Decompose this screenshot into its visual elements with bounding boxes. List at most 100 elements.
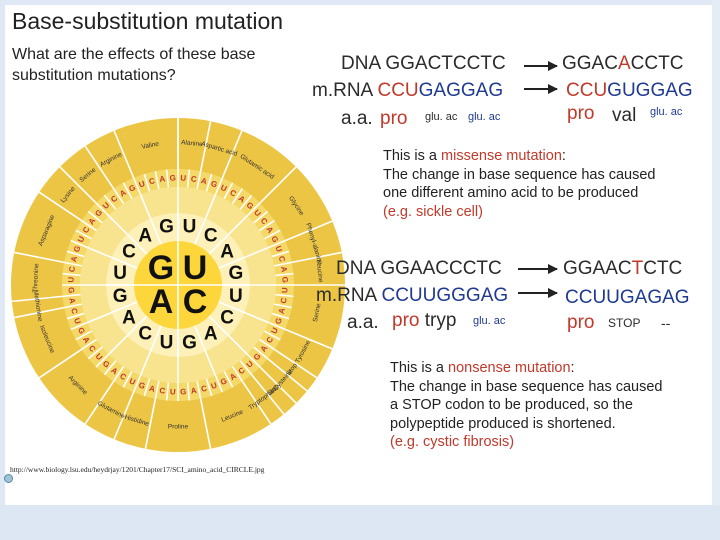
small-oval-icon (4, 474, 13, 483)
ex2-aa-group: pro tryp (392, 311, 456, 330)
second-base-letter: A (220, 242, 234, 263)
ex2-mrna-mutant-rest: UGAGAG (606, 287, 689, 308)
third-base-letter: U (170, 387, 176, 396)
ex1-dna-line: DNA GGACTCCTC (341, 54, 506, 73)
ex1-mrna-mutant-pro: CCU (566, 80, 607, 101)
ex2-mrna-label: m.RNA (316, 285, 376, 306)
ex2-dna-label: DNA (336, 258, 375, 279)
ex1-aa-mutant-val: val (612, 106, 636, 125)
second-base-letter: A (138, 225, 152, 246)
third-base-letter: U (66, 276, 75, 282)
ex2-dna-line: DNA GGAACCCTC (336, 259, 502, 278)
center-base-G: G (148, 249, 174, 287)
ex1-arrows (522, 60, 560, 96)
ex2-aa-tryp: tryp (425, 310, 457, 331)
ex1-dna-original: GGACTCCTC (385, 53, 505, 74)
ex2-mrna-mutant-pro: CCU (565, 287, 606, 308)
center-base-A: A (149, 283, 174, 321)
second-base-letter: G (228, 263, 243, 284)
second-base-letter: C (204, 225, 218, 246)
second-base-letter: C (122, 242, 136, 263)
second-base-letter: G (113, 286, 128, 307)
second-base-letter: U (229, 286, 243, 307)
ex2-dna-original: GGAACCCTC (380, 258, 501, 279)
ex1-aa-pro: pro (380, 109, 407, 128)
third-base-letter: G (169, 173, 176, 182)
ex2-explanation: This is a nonsense mutation: The change … (390, 359, 662, 452)
ex1-aa-mutant-pro: pro (567, 104, 594, 123)
source-url: http://www.biology.lsu.edu/heydrjay/1201… (10, 465, 264, 474)
ex1-aa-glu-2: glu. ac (468, 112, 500, 123)
ex1-mrna-line: m.RNA CCUGAGGAG (312, 81, 503, 100)
ex1-example: (e.g. sickle cell) (383, 203, 655, 222)
second-base-letter: U (183, 217, 197, 238)
third-base-letter: G (180, 387, 187, 396)
ex1-expl-intro: This is a (383, 148, 441, 164)
ex2-aa-glu: glu. ac (473, 316, 505, 327)
ex2-expl-intro: This is a (390, 360, 448, 376)
right-scroll-strip (712, 0, 720, 540)
second-base-letter: A (122, 307, 136, 328)
amino-acid-label: Threonine (32, 263, 40, 293)
center-base-U: U (183, 249, 208, 287)
ex1-mrna-codon-pro: CCU (377, 80, 418, 101)
ex2-mrna-rest: UGGGAG (423, 285, 509, 306)
ex1-dna-mutant-a: GGAC (562, 53, 618, 74)
second-base-letter: U (113, 263, 127, 284)
ex2-explanation-line3: a STOP codon to be produced, so the (390, 396, 662, 415)
second-base-letter: G (159, 217, 174, 238)
ex1-explanation-line2: The change in base sequence has caused (383, 166, 655, 185)
ex1-mrna-mutant: CCUGUGGAG (566, 81, 693, 100)
third-base-letter: G (280, 276, 289, 283)
ex2-mrna-mutant: CCUUGAGAG (565, 288, 690, 307)
ex1-dna-substituted-base: A (618, 53, 631, 74)
third-base-letter: U (280, 287, 289, 293)
ex2-dna-substituted-base: T (632, 258, 644, 279)
second-base-letter: C (138, 324, 152, 345)
second-base-letter: U (160, 332, 174, 353)
amino-acid-label: Proline (168, 424, 189, 431)
ex1-aa-mutant-glu: glu. ac (650, 107, 682, 118)
ex1-dna-mutant-b: CCTC (631, 53, 684, 74)
ex2-mutation-type: nonsense mutation (448, 360, 571, 376)
ex1-aa-label: a.a. (341, 109, 373, 128)
third-base-letter: G (66, 287, 75, 294)
ex2-explanation-line2: The change in base sequence has caused (390, 378, 662, 397)
ex1-explanation: This is a missense mutation: The change … (383, 147, 655, 221)
ex1-mrna-mutant-rest: GUGGAG (607, 80, 693, 101)
ex2-mrna-codon-pro: CCU (381, 285, 422, 306)
ex1-mrna-label: m.RNA (312, 80, 372, 101)
ex1-dna-mutant: GGACACCTC (562, 54, 683, 73)
ex1-mrna-rest: GAGGAG (419, 80, 503, 101)
bottom-band (0, 505, 720, 540)
ex1-mutation-type: missense mutation (441, 148, 562, 164)
ex2-dna-mutant-a: GGAAC (563, 258, 632, 279)
ex1-explanation-line1: This is a missense mutation: (383, 147, 655, 166)
ex2-mrna-line: m.RNA CCUUGGGAG (316, 286, 508, 305)
ex1-expl-colon: : (562, 148, 566, 164)
ex1-explanation-line3: one different amino acid to be produced (383, 184, 655, 203)
ex1-aa-glu-1: glu. ac (425, 112, 457, 123)
ex2-dna-mutant: GGAACTCTC (563, 259, 682, 278)
ex2-arrows (516, 264, 560, 298)
second-base-letter: C (220, 307, 234, 328)
ex2-aa-pro: pro (392, 310, 419, 331)
ex2-aa-mutant-stop: STOP (608, 317, 640, 329)
slide-title: Base-substitution mutation (12, 10, 283, 33)
ex2-example: (e.g. cystic fibrosis) (390, 433, 662, 452)
second-base-letter: A (204, 324, 218, 345)
ex2-aa-label: a.a. (347, 313, 379, 332)
ex2-expl-colon: : (571, 360, 575, 376)
ex1-dna-label: DNA (341, 53, 380, 74)
genetic-code-wheel: GUACUCAGUCAGUCAGUCAGUCAGUCAGUCAGUCAGUCAG… (6, 108, 350, 462)
center-base-C: C (183, 283, 208, 321)
ex2-aa-mutant-pro: pro (567, 313, 594, 332)
third-base-letter: U (180, 173, 186, 182)
ex2-aa-mutant-dash: -- (661, 316, 670, 330)
second-base-letter: G (182, 332, 197, 353)
ex2-dna-mutant-b: CTC (643, 258, 682, 279)
ex2-explanation-line4: polypeptide produced is shortened. (390, 415, 662, 434)
question-text: What are the effects of these base subst… (12, 44, 312, 86)
ex2-explanation-line1: This is a nonsense mutation: (390, 359, 662, 378)
